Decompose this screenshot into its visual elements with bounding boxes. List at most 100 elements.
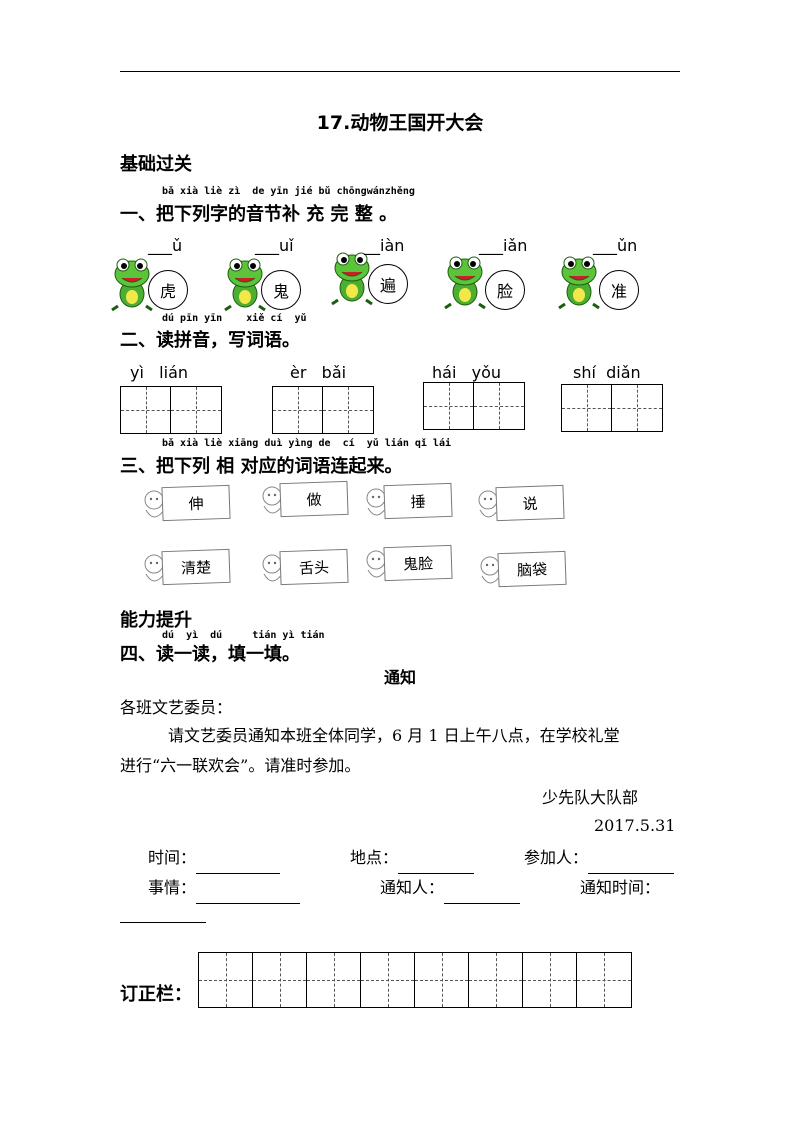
word-pinyin: èr bǎi: [290, 363, 347, 382]
field-notifier-blank[interactable]: [444, 885, 521, 904]
q4-pinyin: dú yì dú tián yì tián: [162, 630, 325, 641]
correction-cell[interactable]: [469, 953, 523, 1007]
notice-greeting: 各班文艺委员：: [120, 698, 233, 717]
field-event-label: 事情：: [148, 878, 197, 897]
correction-cell[interactable]: [577, 953, 631, 1007]
match-word: 说: [495, 484, 565, 522]
correction-cell[interactable]: [415, 953, 469, 1007]
frog-blank: ___ǔn: [593, 236, 638, 255]
notice-title: 通知: [383, 668, 416, 687]
grid-cell[interactable]: [474, 383, 524, 429]
cartoon-kid-icon: [144, 490, 165, 518]
word-pinyin: hái yǒu: [432, 363, 502, 382]
match-word: 鬼脸: [383, 544, 453, 582]
q2-pinyin: dú pīn yīn xiě cí yǔ: [162, 313, 307, 324]
match-card-bottom[interactable]: 舌头: [258, 546, 350, 590]
correction-cell[interactable]: [523, 953, 577, 1007]
frog-char-circle: 鬼: [261, 270, 301, 310]
field-participants: 参加人：: [524, 842, 675, 874]
word-pinyin: yì lián: [130, 363, 189, 382]
correction-label: 订正栏：: [120, 984, 192, 1005]
field-notifier: 通知人：: [380, 872, 521, 904]
field-notify-time: 通知时间：: [580, 872, 660, 904]
field-notifier-label: 通知人：: [380, 878, 445, 897]
match-card-top[interactable]: 说: [474, 482, 566, 526]
match-card-top[interactable]: 捶: [362, 480, 454, 524]
field-time-label: 时间：: [148, 848, 197, 867]
grid-cell[interactable]: [424, 383, 474, 429]
frog-icon: [444, 256, 486, 310]
q3-heading: 三、把下列 相 对应的词语连起来。: [120, 456, 403, 477]
frog-char-circle: 虎: [148, 270, 188, 310]
cartoon-kid-icon: [478, 490, 499, 518]
match-card-bottom[interactable]: 鬼脸: [362, 542, 454, 586]
notice-body-line2: 进行“六一联欢会”。请准时参加。: [120, 756, 361, 775]
match-card-top[interactable]: 伸: [140, 482, 232, 526]
match-word: 做: [279, 480, 349, 518]
match-card-top[interactable]: 做: [258, 478, 350, 522]
frog-item: ___ǔn 准: [557, 232, 687, 312]
frog-icon: [111, 258, 153, 312]
frog-blank: ___ǔ: [148, 236, 183, 255]
field-event: 事情：: [148, 872, 301, 904]
match-word: 脑袋: [497, 550, 567, 588]
notice-date: 2017.5.31: [594, 816, 676, 835]
grid-cell[interactable]: [273, 387, 323, 433]
frog-item: __iàn 遍: [330, 232, 460, 312]
cartoon-kid-icon: [366, 550, 387, 578]
q1-heading: 一、把下列字的音节补 充 完 整 。: [120, 204, 398, 225]
correction-cell[interactable]: [253, 953, 307, 1007]
cartoon-kid-icon: [144, 554, 165, 582]
frog-char-circle: 遍: [368, 264, 408, 304]
cartoon-kid-icon: [480, 556, 501, 584]
grid-cell[interactable]: [323, 387, 373, 433]
frog-item: ___iǎn 脸: [443, 232, 573, 312]
correction-cell[interactable]: [361, 953, 415, 1007]
page-title: 17.动物王国开大会: [316, 112, 484, 134]
grid-cell[interactable]: [121, 387, 171, 433]
frog-item: ___ǔ 虎: [110, 232, 240, 312]
q4-heading: 四、读一读，填一填。: [120, 644, 300, 665]
frog-char-circle: 准: [599, 270, 639, 310]
field-time-blank[interactable]: [196, 855, 281, 874]
field-notify-time-label: 通知时间：: [580, 878, 661, 897]
field-place-blank[interactable]: [398, 855, 475, 874]
correction-cell[interactable]: [199, 953, 253, 1007]
writing-grid: [272, 386, 374, 434]
match-word: 捶: [383, 482, 453, 520]
match-word: 清楚: [161, 548, 231, 586]
cartoon-kid-icon: [262, 486, 283, 514]
frog-row: ___ǔ 虎 ___uǐ 鬼 __iàn 遍: [110, 232, 670, 312]
match-word: 舌头: [279, 548, 349, 586]
field-participants-label: 参加人：: [524, 848, 589, 867]
section-basic-heading: 基础过关: [120, 154, 192, 175]
grid-cell[interactable]: [171, 387, 221, 433]
frog-icon: [224, 258, 266, 312]
notice-signer: 少先队大队部: [542, 788, 639, 807]
frog-item: ___uǐ 鬼: [223, 232, 353, 312]
field-place-label: 地点：: [350, 848, 399, 867]
q2-heading: 二、读拼音，写词语。: [120, 330, 300, 351]
field-notify-time-blank[interactable]: [120, 904, 206, 923]
frog-blank: ___iǎn: [479, 236, 528, 255]
field-place: 地点：: [350, 842, 475, 874]
field-participants-blank[interactable]: [588, 855, 675, 874]
frog-icon: [558, 256, 600, 310]
frog-icon: [331, 252, 373, 306]
top-rule: [120, 71, 680, 72]
match-word: 伸: [161, 484, 231, 522]
field-time: 时间：: [148, 842, 281, 874]
q3-pinyin: bǎ xià liè xiāng duì yìng de cí yǔ lián …: [162, 438, 451, 449]
match-card-bottom[interactable]: 脑袋: [476, 548, 568, 592]
grid-cell[interactable]: [562, 385, 612, 431]
writing-grid: [561, 384, 663, 432]
correction-cell[interactable]: [307, 953, 361, 1007]
section-ability-heading: 能力提升: [120, 610, 192, 631]
frog-blank: __iàn: [364, 236, 405, 255]
cartoon-kid-icon: [262, 554, 283, 582]
grid-cell[interactable]: [612, 385, 662, 431]
match-card-bottom[interactable]: 清楚: [140, 546, 232, 590]
field-event-blank[interactable]: [196, 885, 301, 904]
word-pinyin: shí diǎn: [573, 363, 641, 382]
frog-blank: ___uǐ: [255, 236, 294, 255]
